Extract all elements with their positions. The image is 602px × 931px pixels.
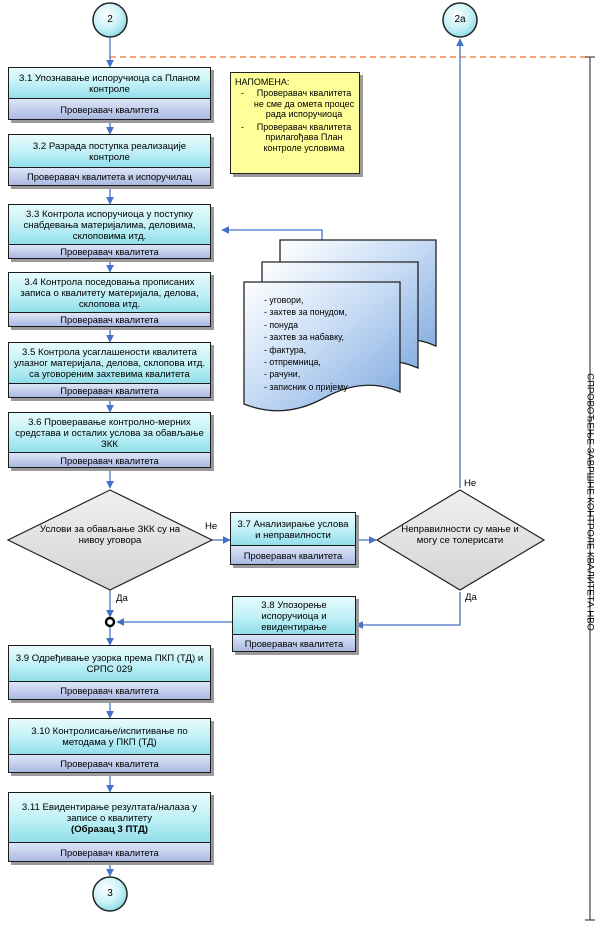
step-3-1-role: Проверавач квалитета — [9, 98, 210, 119]
step-3-5: 3.5 Контрола усаглашености квалитета ула… — [8, 342, 211, 398]
connector-2a-circle — [442, 2, 478, 38]
step-3-2-role: Проверавач квалитета и испоручилац — [9, 167, 210, 185]
step-3-7-text: 3.7 Анализирање услова и неправилности — [231, 513, 355, 546]
step-3-3-role: Проверавач квалитета — [9, 244, 210, 258]
flow-label-yes-right: Да — [465, 592, 477, 603]
side-label: СПРОВОЂЕЊЕ ЗАВРШНЕ КОНТРОЛЕ КВАЛИТЕТА НВ… — [584, 373, 596, 631]
document-item: отпремница, — [264, 356, 348, 368]
note-item: Проверавач квалитета прилагођава План ко… — [239, 122, 357, 154]
step-3-1-text: 3.1 Упознавање испоручиоца са Планом кон… — [9, 68, 210, 99]
step-3-6-text: 3.6 Проверавање контролно-мерних средста… — [9, 413, 210, 453]
note-list: Проверавач квалитета не сме да омета про… — [239, 88, 357, 153]
step-3-4: 3.4 Контрола поседовања прописаних запис… — [8, 272, 211, 327]
step-3-10-text: 3.10 Контролисање/испитивање по методама… — [9, 719, 210, 755]
junction-node — [104, 616, 116, 628]
connector-2-label: 2 — [107, 14, 113, 25]
step-3-3-text: 3.3 Контрола испоручиоца у поступку снаб… — [9, 205, 210, 245]
document-item: захтев за понудом, — [264, 306, 348, 318]
step-3-7-role: Проверавач квалитета — [231, 545, 355, 564]
step-3-8-role: Проверавач квалитета — [233, 634, 355, 651]
note-title: НАПОМЕНА: — [235, 77, 290, 87]
step-3-1: 3.1 Упознавање испоручиоца са Планом кон… — [8, 67, 211, 120]
decision-right-shape — [375, 489, 546, 591]
step-3-11-role: Проверавач квалитета — [9, 842, 210, 861]
document-item: уговори, — [264, 294, 348, 306]
step-3-11: 3.11 Евидентирање резултата/налаза у зап… — [8, 792, 211, 862]
side-label-wrap: СПРОВОЂЕЊЕ ЗАВРШНЕ КОНТРОЛЕ КВАЛИТЕТА НВ… — [583, 352, 597, 652]
step-3-2: 3.2 Разрада поступка реализације контрол… — [8, 134, 211, 186]
note-item: Проверавач квалитета не сме да омета про… — [239, 88, 357, 120]
step-3-9-role: Проверавач квалитета — [9, 681, 210, 699]
decision-right-text: Неправилности су мање и могу се толериса… — [401, 524, 519, 546]
step-3-9-text: 3.9 Одређивање узорка према ПКП (ТД) и С… — [9, 646, 210, 682]
connector-3-circle — [92, 876, 128, 912]
step-3-8: 3.8 Упозорење испоручиоца и евидентирање… — [232, 596, 356, 652]
connector-3-label: 3 — [107, 888, 113, 899]
decision-left-shape — [6, 489, 214, 591]
document-item: захтев за набавку, — [264, 331, 348, 343]
document-item: фактура, — [264, 344, 348, 356]
step-3-2-text: 3.2 Разрада поступка реализације контрол… — [9, 135, 210, 168]
step-3-6: 3.6 Проверавање контролно-мерних средста… — [8, 412, 211, 468]
document-item: рачуни, — [264, 368, 348, 380]
step-3-6-role: Проверавач квалитета — [9, 452, 210, 467]
documents-list: уговори, захтев за понудом, понуда захте… — [264, 294, 348, 393]
flow-label-no-left: Не — [205, 521, 218, 532]
step-3-11-text-wrap: 3.11 Евидентирање резултата/налаза у зап… — [9, 793, 210, 843]
step-3-5-role: Проверавач квалитета — [9, 383, 210, 397]
flow-label-no-right: Не — [464, 478, 477, 489]
connector-2a-label: 2а — [454, 14, 466, 25]
note-box: НАПОМЕНА: Проверавач квалитета не сме да… — [230, 72, 360, 174]
step-3-3: 3.3 Контрола испоручиоца у поступку снаб… — [8, 204, 211, 259]
step-3-4-role: Проверавач квалитета — [9, 312, 210, 326]
step-3-7: 3.7 Анализирање услова и неправилности П… — [230, 512, 356, 565]
flow-label-yes-left: Да — [116, 593, 128, 604]
step-3-10: 3.10 Контролисање/испитивање по методама… — [8, 718, 211, 773]
decision-left-text: Услови за обављање ЗКК су на нивоу угово… — [39, 524, 181, 546]
document-item: понуда — [264, 319, 348, 331]
step-3-9: 3.9 Одређивање узорка према ПКП (ТД) и С… — [8, 645, 211, 700]
step-3-11-form: (Образац 3 ПТД) — [71, 823, 148, 835]
step-3-5-text: 3.5 Контрола усаглашености квалитета ула… — [9, 343, 210, 384]
document-item: записник о пријему — [264, 381, 347, 393]
step-3-4-text: 3.4 Контрола поседовања прописаних запис… — [9, 273, 210, 313]
step-3-11-text: 3.11 Евидентирање резултата/налаза у зап… — [21, 801, 198, 824]
step-3-8-text: 3.8 Упозорење испоручиоца и евидентирање — [233, 597, 355, 635]
step-3-10-role: Проверавач квалитета — [9, 754, 210, 772]
